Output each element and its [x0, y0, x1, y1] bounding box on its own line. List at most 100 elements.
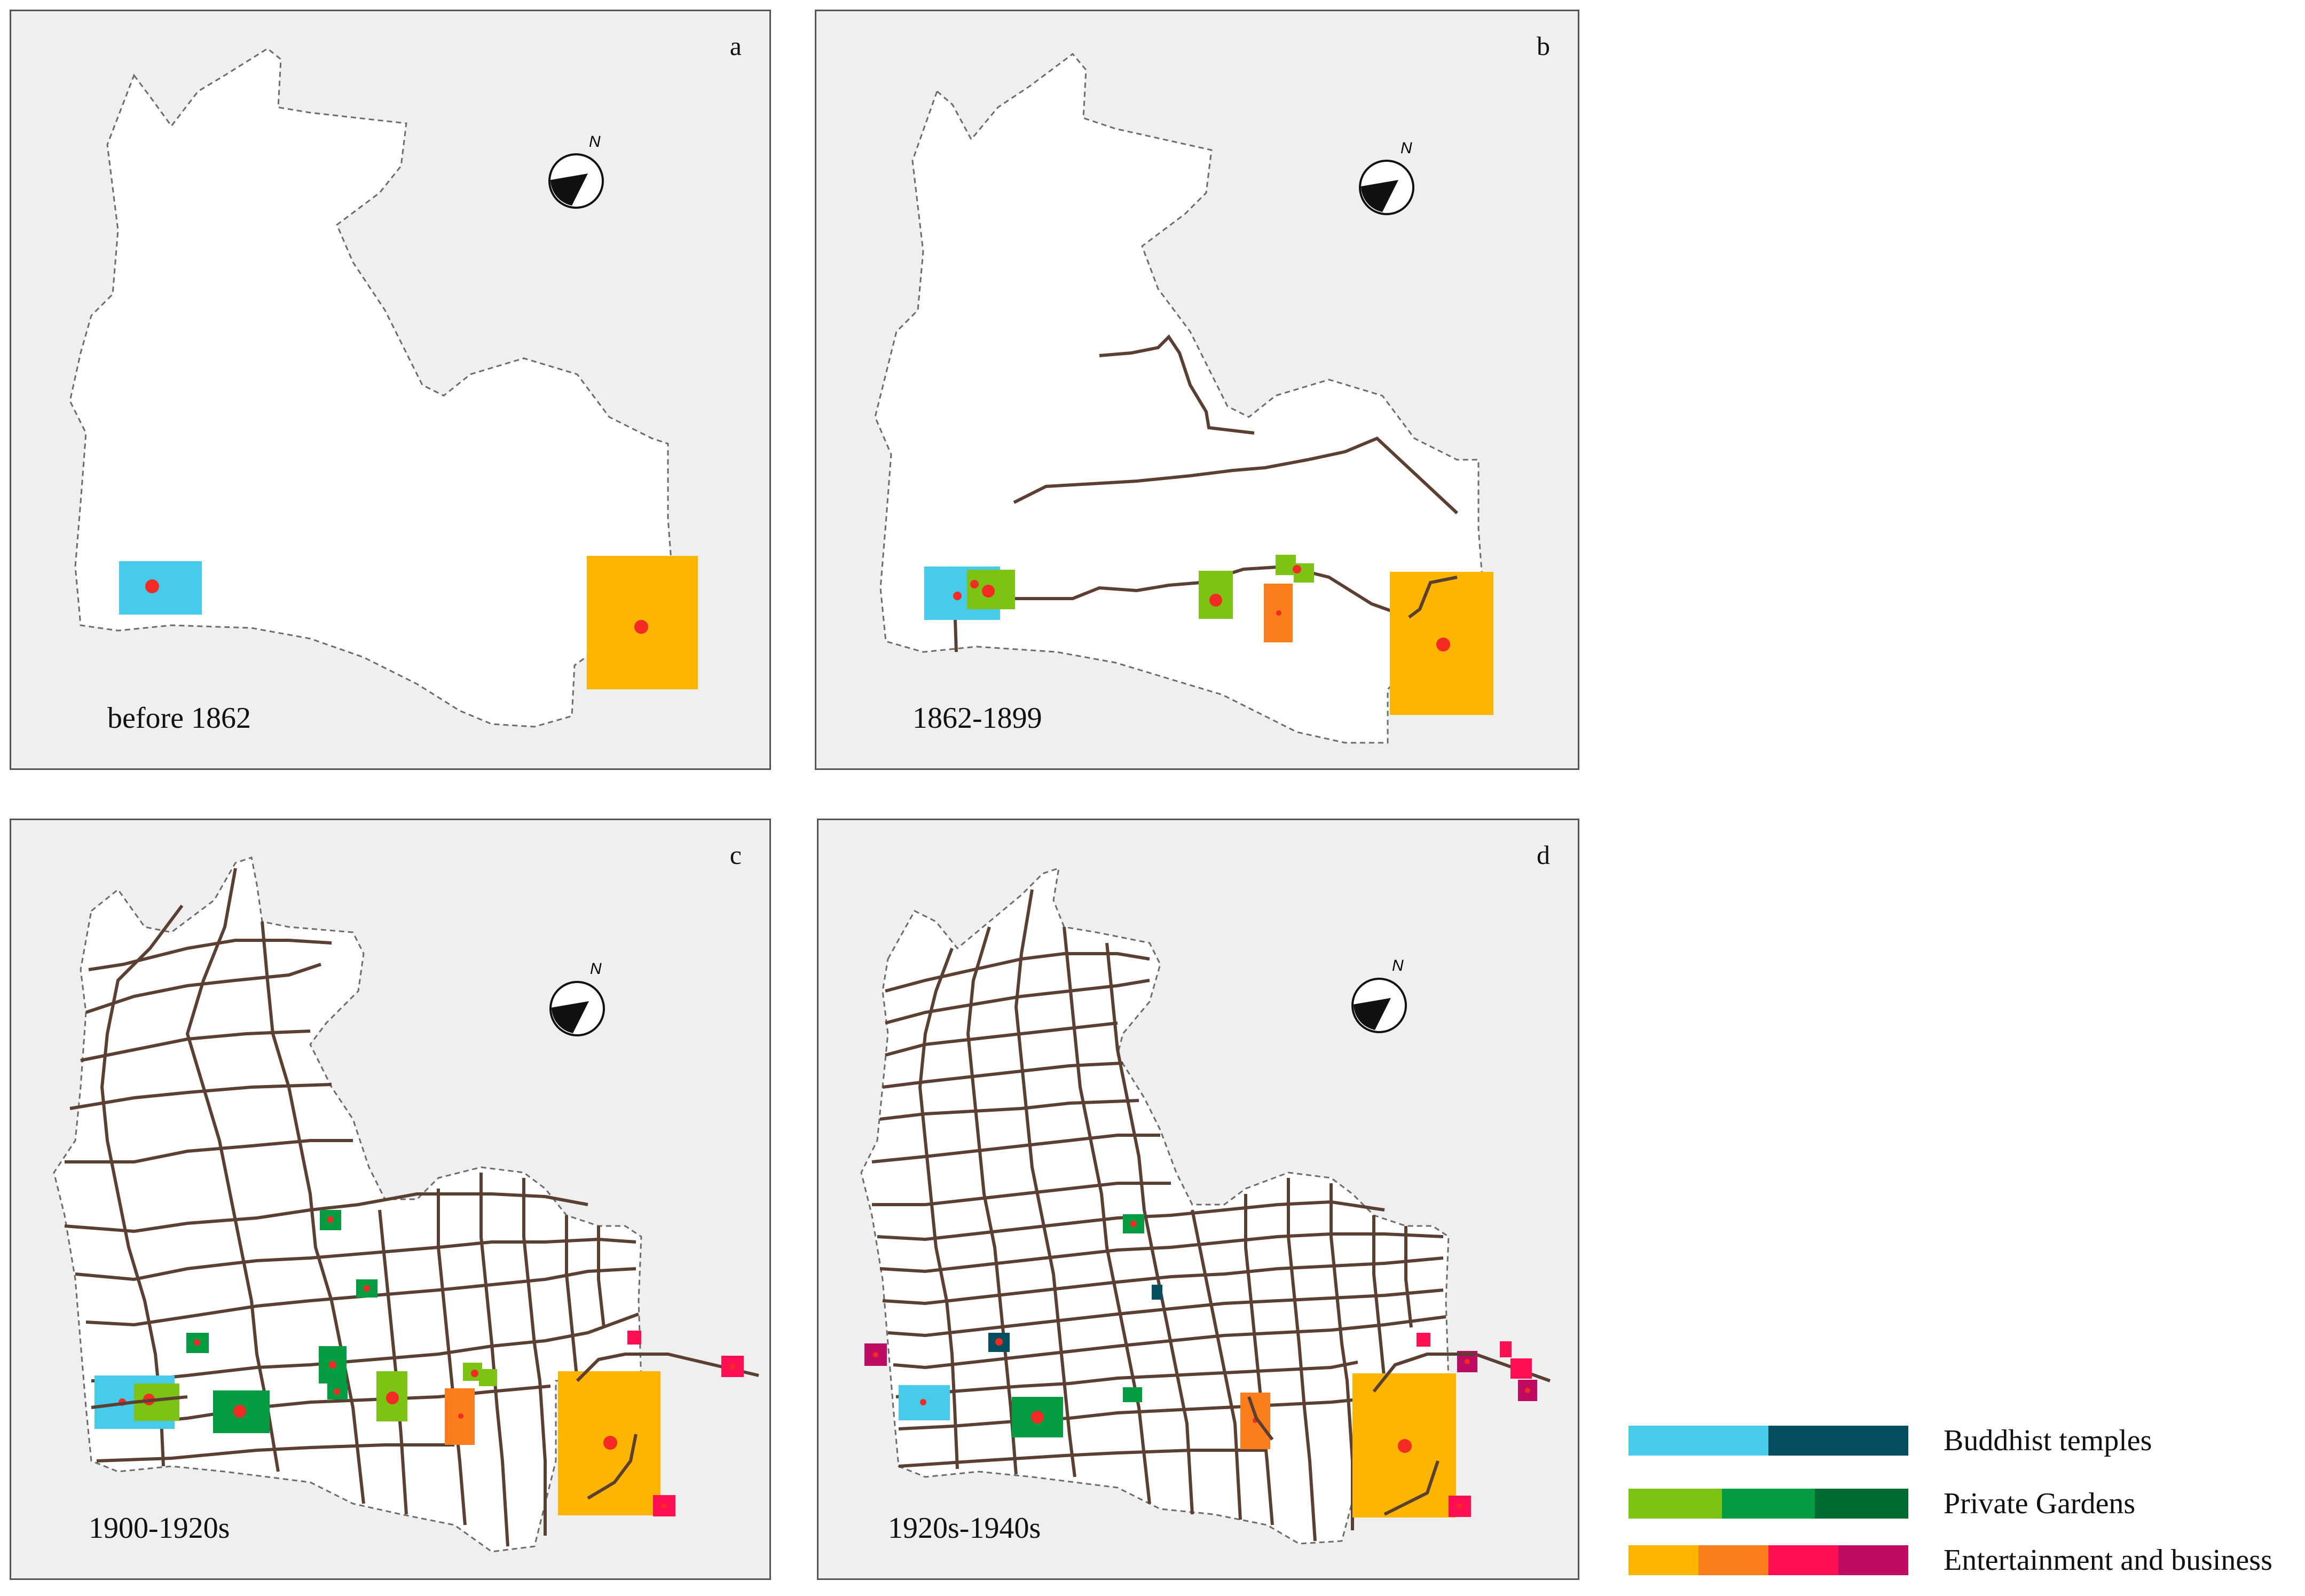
center-dot — [982, 585, 995, 597]
map-panel-a: N a before 1862 — [10, 10, 771, 770]
road — [1404, 1226, 1413, 1328]
center-dot — [233, 1405, 246, 1418]
center-dot — [327, 1216, 334, 1223]
map-panel-c: N c 1900-1920s — [10, 819, 771, 1580]
panel-period: 1900-1920s — [89, 1512, 230, 1545]
road — [85, 963, 321, 1014]
road — [966, 926, 1018, 1475]
buddhist-temple-block — [119, 561, 202, 615]
map-c-canvas — [53, 856, 759, 1553]
center-dot — [145, 579, 159, 593]
legend-swatch — [1629, 1426, 1768, 1456]
road — [587, 1434, 638, 1500]
north-label: N — [589, 133, 601, 151]
legend-swatch-bar — [1629, 1426, 1908, 1456]
entertainment-block — [1500, 1341, 1512, 1357]
north-label: N — [590, 960, 602, 978]
center-dot — [953, 592, 962, 600]
center-dot — [1457, 1504, 1462, 1509]
buddhist-temple-block — [1152, 1285, 1162, 1300]
north-label: N — [1392, 957, 1404, 974]
road — [1247, 1396, 1274, 1441]
legend-swatch — [1768, 1545, 1838, 1575]
center-dot — [1293, 565, 1301, 573]
road — [879, 1099, 1139, 1121]
road-network — [64, 868, 759, 1547]
road — [1244, 1194, 1274, 1526]
center-dot — [364, 1285, 370, 1292]
legend-swatch — [1629, 1489, 1722, 1519]
district-boundary — [69, 48, 674, 728]
road — [879, 1232, 1444, 1273]
road — [576, 1353, 668, 1382]
road — [1287, 1178, 1317, 1542]
road — [1372, 1215, 1386, 1381]
garden-block — [479, 1369, 497, 1386]
road — [1191, 1209, 1242, 1520]
legend-swatch — [1815, 1489, 1909, 1519]
legend-swatch — [1768, 1426, 1908, 1456]
road — [882, 1256, 1444, 1306]
road — [378, 1209, 408, 1515]
center-dot — [1525, 1388, 1530, 1393]
garden-block — [1276, 555, 1296, 575]
center-dot — [603, 1436, 617, 1450]
panel-period: 1920s-1940s — [888, 1512, 1041, 1545]
panel-letter: c — [729, 840, 742, 870]
road — [1063, 926, 1151, 1504]
road — [565, 1215, 579, 1381]
panel-letter: a — [729, 31, 742, 61]
map-b-canvas — [874, 52, 1493, 744]
legend-row-buddhist-temples: Buddhist temples — [1629, 1424, 2305, 1458]
road — [895, 1361, 1358, 1398]
north-arrow — [1351, 978, 1407, 1033]
legend-swatch — [1721, 1489, 1815, 1519]
entertainment-block — [1417, 1333, 1430, 1347]
legend-label: Private Gardens — [1944, 1487, 2136, 1520]
road — [918, 947, 959, 1469]
center-dot — [194, 1339, 200, 1346]
center-dot — [634, 620, 648, 634]
road — [522, 1178, 547, 1536]
center-dot — [458, 1413, 463, 1419]
road — [1408, 576, 1458, 619]
road — [96, 1443, 454, 1463]
center-dot — [920, 1399, 926, 1405]
road — [885, 1021, 1118, 1057]
center-dot — [970, 580, 979, 588]
legend-row-entertainment-business: Entertainment and business — [1629, 1544, 2305, 1577]
road — [100, 905, 184, 1467]
panel-letter: d — [1537, 840, 1550, 870]
center-dot — [873, 1352, 878, 1357]
center-dot — [334, 1388, 340, 1395]
north-arrow — [548, 153, 604, 209]
road — [437, 1189, 467, 1526]
legend-swatch-bar — [1629, 1489, 1909, 1519]
road — [1014, 889, 1076, 1477]
entertainment-block — [1511, 1358, 1532, 1379]
map-a-canvas — [69, 48, 698, 728]
center-dot — [1436, 638, 1450, 651]
road — [64, 1192, 588, 1233]
center-dot — [1276, 610, 1281, 616]
north-arrow — [1359, 160, 1414, 215]
road — [887, 1288, 1444, 1338]
road — [898, 1449, 1267, 1468]
road — [479, 1173, 509, 1547]
map-legend: Buddhist temples Private Gardens Enterta… — [1629, 1424, 2305, 1596]
road — [1105, 942, 1194, 1515]
garden-block — [1123, 1387, 1142, 1402]
panel-letter: b — [1537, 31, 1550, 61]
legend-swatch — [1629, 1545, 1698, 1575]
panel-period: 1862-1899 — [912, 702, 1042, 735]
center-dot — [386, 1391, 399, 1404]
road — [1013, 436, 1459, 515]
legend-row-private-gardens: Private Gardens — [1629, 1487, 2305, 1521]
center-dot — [329, 1361, 336, 1369]
road — [872, 1182, 1171, 1206]
legend-swatch — [1698, 1545, 1768, 1575]
center-dot — [662, 1503, 667, 1508]
north-arrow — [549, 981, 605, 1036]
center-dot — [1130, 1221, 1137, 1227]
road — [75, 1237, 636, 1281]
